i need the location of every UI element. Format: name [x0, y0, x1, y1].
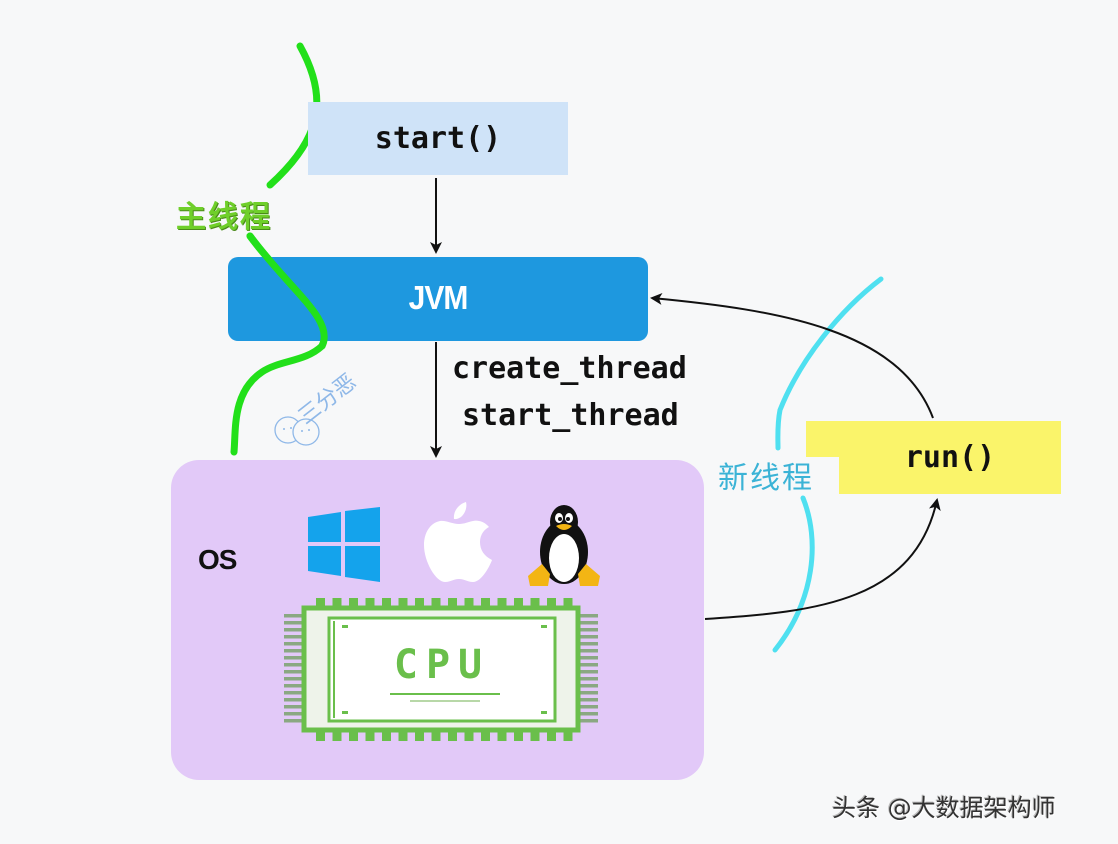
- new-thread-label: 新线程: [718, 461, 814, 496]
- cpu-pin: [576, 614, 598, 618]
- cpu-pin: [481, 598, 490, 609]
- cpu-pin: [284, 635, 306, 639]
- cpu-pin: [576, 628, 598, 632]
- cpu-pin: [316, 730, 325, 741]
- cpu-pin: [530, 598, 540, 609]
- cpu-pin: [284, 684, 306, 688]
- cpu-pin: [284, 691, 306, 695]
- jvm-label: JVM: [408, 280, 469, 317]
- cpu-pin: [284, 712, 306, 716]
- run-node: run(): [839, 421, 1061, 494]
- linux-tux-icon: [524, 500, 604, 594]
- cpu-pin: [497, 598, 507, 609]
- cpu-pin: [332, 730, 342, 741]
- main-thread-label: 主线程: [176, 200, 272, 235]
- cpu-pin: [365, 598, 375, 609]
- edge-label-create-thread: create_thread: [452, 351, 687, 386]
- cpu-pin: [284, 698, 306, 702]
- cpu-pin: [497, 730, 507, 741]
- cpu-pin: [576, 698, 598, 702]
- arrow-os-to-run: [704, 498, 941, 620]
- cpu-pin: [448, 598, 457, 609]
- apple-logo-icon: [424, 500, 494, 588]
- cpu-pin: [284, 705, 306, 709]
- arrow-run-to-jvm: [650, 292, 934, 419]
- cpu-pin: [576, 656, 598, 660]
- cpu-pin: [576, 677, 598, 681]
- cpu-pin: [576, 719, 598, 723]
- cpu-pin: [576, 684, 598, 688]
- cpu-pin: [284, 614, 306, 618]
- cpu-pin: [576, 621, 598, 625]
- cpu-pin: [382, 730, 391, 741]
- cpu-pin: [284, 649, 306, 653]
- start-node: start(): [308, 102, 568, 175]
- cpu-pin: [563, 730, 573, 741]
- cpu-pin: [284, 677, 306, 681]
- windows-logo-icon: [308, 507, 380, 586]
- new-thread-line: [775, 276, 884, 451]
- cpu-pin: [547, 598, 556, 609]
- cpu-pin: [563, 598, 573, 609]
- cpu-pin: [431, 730, 441, 741]
- cpu-pin: [464, 598, 474, 609]
- cpu-pin: [547, 730, 556, 741]
- cpu-pin: [284, 628, 306, 632]
- cpu-pin: [316, 598, 325, 609]
- new-thread-line: [772, 495, 815, 653]
- start-label: start(): [374, 121, 502, 156]
- cpu-pin: [284, 656, 306, 660]
- cpu-pin: [398, 598, 408, 609]
- cpu-pin: [448, 730, 457, 741]
- cpu-pin: [415, 730, 424, 741]
- cpu-pin: [431, 598, 441, 609]
- cpu-pin: [284, 719, 306, 723]
- cpu-pin: [514, 730, 523, 741]
- cpu-pin: [464, 730, 474, 741]
- cpu-pin: [576, 705, 598, 709]
- cpu-pin: [576, 642, 598, 646]
- cpu-pin: [576, 712, 598, 716]
- cpu-pin: [514, 598, 523, 609]
- wechat-icon: [272, 412, 326, 454]
- cpu-pin: [284, 642, 306, 646]
- cpu-pin: [284, 621, 306, 625]
- cpu-pin: [576, 663, 598, 667]
- cpu-pin: [365, 730, 375, 741]
- cpu-chip-icon: CPU: [282, 596, 600, 746]
- cpu-pin: [398, 730, 408, 741]
- cpu-pin: [576, 691, 598, 695]
- cpu-pin: [576, 649, 598, 653]
- jvm-node: JVM: [228, 257, 648, 341]
- edge-label-start-thread: start_thread: [462, 398, 679, 433]
- cpu-pin: [284, 663, 306, 667]
- cpu-pin: [481, 730, 490, 741]
- cpu-label: CPU: [394, 642, 490, 688]
- run-label: run(): [904, 440, 996, 475]
- cpu-pin: [415, 598, 424, 609]
- cpu-pin: [349, 730, 358, 741]
- cpu-pin: [349, 598, 358, 609]
- cpu-pin: [530, 730, 540, 741]
- cpu-pin: [576, 670, 598, 674]
- credit-watermark: 头条 @大数据架构师: [832, 794, 1056, 822]
- cpu-pin: [382, 598, 391, 609]
- cpu-pin: [332, 598, 342, 609]
- os-label: OS: [198, 544, 237, 575]
- cpu-pin: [576, 635, 598, 639]
- cpu-pin: [284, 670, 306, 674]
